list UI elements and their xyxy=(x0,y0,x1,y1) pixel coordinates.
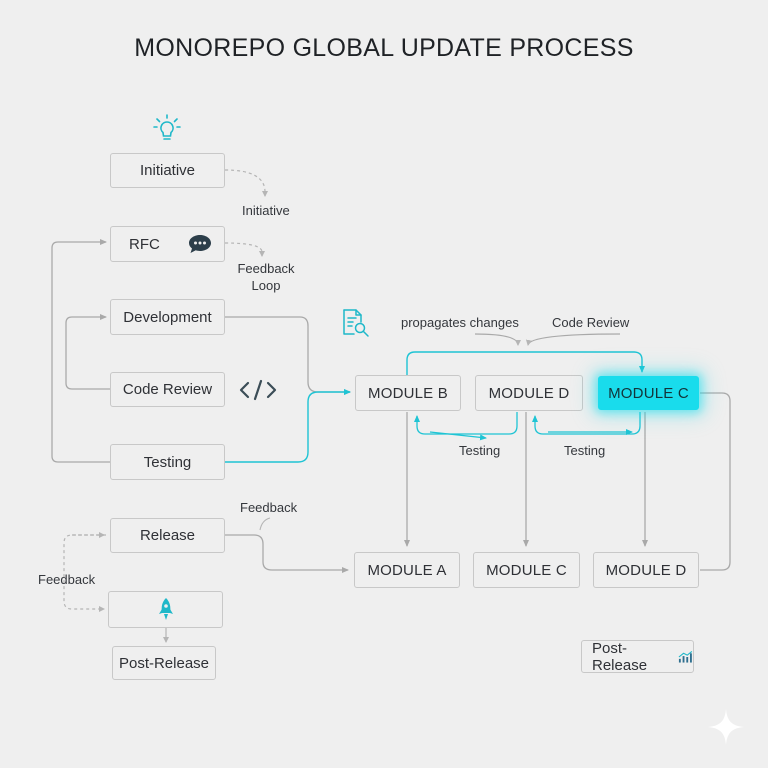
release-box[interactable]: Release xyxy=(110,518,225,553)
initiative-box[interactable]: Initiative xyxy=(110,153,225,188)
rfc-label: RFC xyxy=(129,235,160,253)
testing-annotation-1: Testing xyxy=(459,443,501,458)
module-a-bottom[interactable]: MODULE A xyxy=(354,552,460,588)
module-c-bottom-label: MODULE C xyxy=(486,561,567,579)
feedback-loop-annotation: Feedback Loop xyxy=(236,261,296,293)
feedback-left-annotation: Feedback xyxy=(38,572,96,587)
initiative-annotation: Initiative xyxy=(242,203,290,218)
release-label: Release xyxy=(139,527,196,544)
testing-label: Testing xyxy=(143,453,192,471)
feedback-loop-line2: Loop xyxy=(251,278,281,293)
document-search-icon xyxy=(343,309,369,337)
module-c-bottom[interactable]: MODULE C xyxy=(473,552,580,588)
propagates-changes-annotation: propagates changes xyxy=(401,315,519,330)
development-box[interactable]: Development xyxy=(110,299,225,335)
code-review-box[interactable]: Code Review xyxy=(110,372,225,407)
feedback-release-annotation: Feedback xyxy=(240,500,298,515)
module-d-bottom[interactable]: MODULE D xyxy=(593,552,699,588)
page-title: MONOREPO GLOBAL UPDATE PROCESS xyxy=(134,34,634,62)
testing-box[interactable]: Testing xyxy=(110,444,225,480)
deploy-box[interactable] xyxy=(108,591,223,628)
feedback-loop-line1: Feedback xyxy=(237,261,295,276)
rocket-icon xyxy=(158,597,173,620)
post-release-label: Post-Release xyxy=(118,654,210,672)
lightbulb-icon xyxy=(153,114,181,140)
sparkle-icon xyxy=(708,709,744,745)
module-c-top-label: MODULE C xyxy=(608,384,689,402)
chat-bubble-icon xyxy=(189,235,211,253)
rfc-box[interactable]: RFC xyxy=(110,226,225,262)
code-icon xyxy=(239,379,277,401)
module-b-top[interactable]: MODULE B xyxy=(355,375,461,411)
chart-icon xyxy=(678,650,693,663)
post-release-right-box[interactable]: Post-Release xyxy=(581,639,694,674)
module-a-bottom-label: MODULE A xyxy=(367,561,447,579)
testing-annotation-2: Testing xyxy=(564,443,606,458)
initiative-label: Initiative xyxy=(139,162,196,179)
code-review-annotation: Code Review xyxy=(552,315,630,330)
post-release-box[interactable]: Post-Release xyxy=(112,646,216,680)
module-d-top-label: MODULE D xyxy=(488,384,570,402)
code-review-label: Code Review xyxy=(122,381,213,398)
module-d-top[interactable]: MODULE D xyxy=(475,375,583,411)
module-c-top-highlighted[interactable]: MODULE C xyxy=(598,376,699,410)
module-b-top-label: MODULE B xyxy=(368,384,448,402)
post-release-right-label: Post-Release xyxy=(592,639,648,674)
module-d-bottom-label: MODULE D xyxy=(605,561,687,579)
development-label: Development xyxy=(123,308,212,326)
